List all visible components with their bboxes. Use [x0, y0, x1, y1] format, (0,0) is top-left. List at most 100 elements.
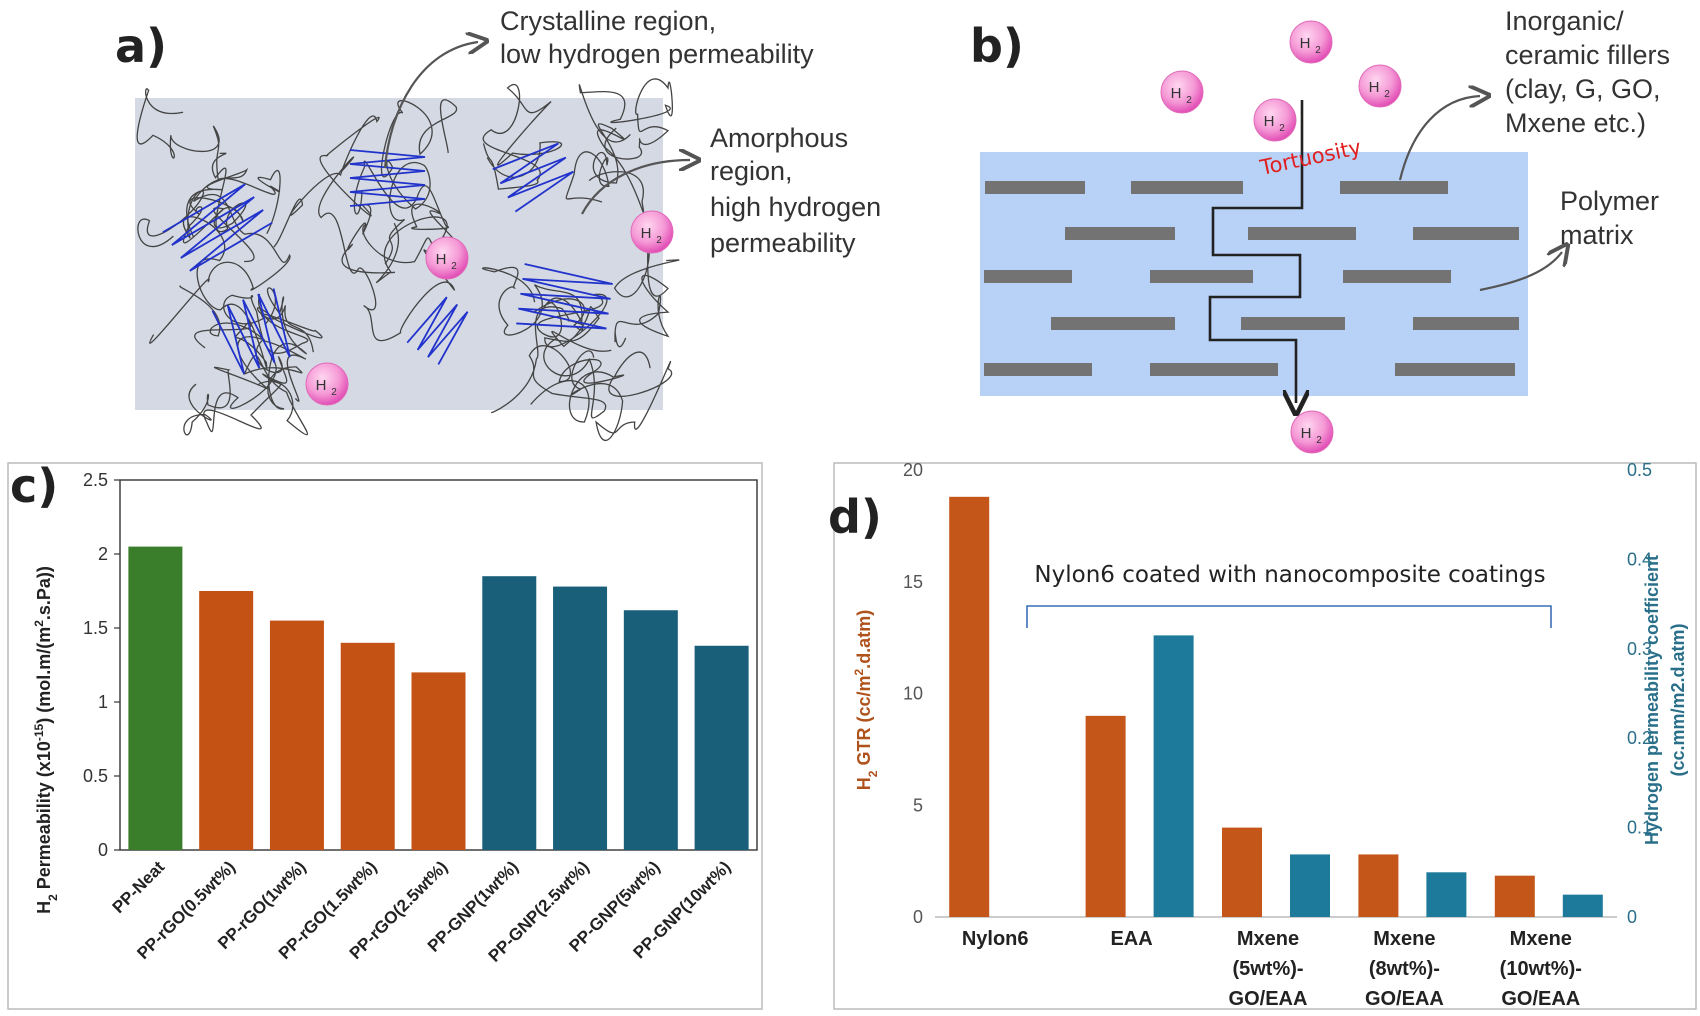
filler-platelet [984, 363, 1092, 376]
x-tick-label: Mxene [1237, 928, 1299, 950]
crystal-lamella [162, 183, 273, 272]
label-part: 2 [1668, 682, 1688, 692]
polymer-chain [613, 238, 680, 348]
hydrogen-symbol: H [1171, 85, 1182, 102]
x-tick-label: (5wt%)- [1232, 958, 1303, 980]
hydrogen-bubble [630, 210, 674, 254]
hydrogen-symbol: H [1301, 425, 1312, 442]
hydrogen-bubble [1289, 20, 1333, 64]
filler-platelet [985, 181, 1085, 194]
bar [623, 610, 678, 850]
tortuous-diffusion-path [1208, 100, 1302, 403]
filler-platelet [1340, 181, 1448, 194]
y-tick-label: 2 [98, 544, 108, 564]
label-part: (cc.mm/m [1668, 692, 1688, 776]
filler-platelet [1241, 317, 1345, 330]
y-right-axis-label-line1: Hydrogen permeability coefficient [1642, 555, 1662, 845]
polymer-chain [137, 190, 268, 368]
y-right-tick-label: 0.2 [1627, 728, 1652, 748]
x-tick-label: (8wt%)- [1369, 958, 1440, 980]
label-part: .d.atm) [1668, 623, 1688, 682]
hydrogen-symbol: H [1264, 113, 1275, 130]
hydrogen-bubble [1160, 70, 1204, 114]
hydrogen-bubble [305, 362, 349, 406]
bar-gtr [949, 496, 990, 917]
y-tick-label: 1 [98, 692, 108, 712]
y-left-tick-label: 10 [903, 684, 923, 704]
hydrogen-subscript: 2 [1384, 89, 1390, 100]
label-part: 2 [32, 620, 46, 627]
fillers-arrow [1398, 96, 1480, 181]
y-right-tick-label: 0.1 [1627, 818, 1652, 838]
hydrogen-bubble [425, 236, 469, 280]
crystal-lamella [516, 263, 613, 330]
crystal-lamella [406, 296, 469, 365]
polymer-chain [530, 350, 672, 441]
hydrogen-bubble [1253, 98, 1297, 142]
y-tick-label: 2.5 [83, 470, 108, 490]
filler-platelet [1150, 363, 1278, 376]
bar [411, 672, 466, 850]
filler-platelet [1051, 317, 1175, 330]
polymer-chain [482, 84, 563, 190]
polymer-chain [578, 78, 673, 160]
panel-a-label: a) [115, 19, 167, 73]
hydrogen-bubble [1358, 64, 1402, 108]
y-tick-label: 0.5 [83, 766, 108, 786]
y-left-tick-label: 20 [903, 460, 923, 480]
panel-b-label: b) [970, 19, 1024, 73]
polymer-chain [179, 285, 288, 432]
panel-c-frame [7, 462, 763, 1010]
hydrogen-symbol: H [1369, 79, 1380, 96]
panel-d-frame [833, 462, 1697, 1010]
polymer-chain [273, 115, 396, 274]
crystal-lamella [211, 288, 291, 375]
label-part: Permeability (x10 [34, 741, 54, 894]
amorphous-arrow [581, 160, 690, 215]
y-right-tick-label: 0.5 [1627, 460, 1652, 480]
bar [553, 586, 608, 850]
y-right-axis-label-line2: (cc.mm/m2.d.atm) [1668, 623, 1688, 776]
label-part: H [854, 777, 874, 790]
filler-platelet [1413, 317, 1519, 330]
crystal-lamella [349, 149, 426, 207]
crystalline-annotation: Crystalline region, low hydrogen permeab… [500, 6, 814, 69]
y-left-tick-label: 0 [913, 907, 923, 927]
label-part: -15 [32, 723, 46, 741]
hydrogen-subscript: 2 [1316, 435, 1322, 446]
bar [269, 620, 324, 850]
matrix-annotation: Polymer matrix [1560, 186, 1667, 250]
y-right-tick-label: 0.4 [1627, 549, 1652, 569]
filler-platelet [1065, 227, 1175, 240]
bar-permeability [1426, 872, 1467, 917]
x-tick-label: Mxene [1510, 928, 1572, 950]
polymer-chain [528, 337, 651, 419]
filler-platelet [1413, 227, 1519, 240]
y-left-tick-label: 15 [903, 572, 923, 592]
polymer-chain [380, 99, 458, 265]
hydrogen-bubble [1290, 410, 1334, 454]
amorphous-annotation: Amorphous region, high hydrogen permeabi… [710, 123, 889, 258]
bar-gtr [1494, 875, 1535, 917]
hydrogen-symbol: H [316, 377, 327, 394]
x-tick-label: Nylon6 [962, 928, 1029, 950]
y-axis-label: H2 Permeability (x10-15) (mol.m/(m2.s.Pa… [32, 566, 60, 914]
filler-platelet [1131, 181, 1243, 194]
label-part: GTR (cc/m [854, 675, 874, 770]
hydrogen-subscript: 2 [1279, 123, 1285, 134]
bar [482, 576, 537, 850]
x-tick-label: GO/EAA [1229, 988, 1308, 1010]
bar [128, 546, 183, 850]
bar [694, 645, 749, 850]
filler-platelet [984, 270, 1072, 283]
hydrogen-subscript: 2 [451, 261, 457, 272]
bar-permeability [1562, 894, 1603, 917]
